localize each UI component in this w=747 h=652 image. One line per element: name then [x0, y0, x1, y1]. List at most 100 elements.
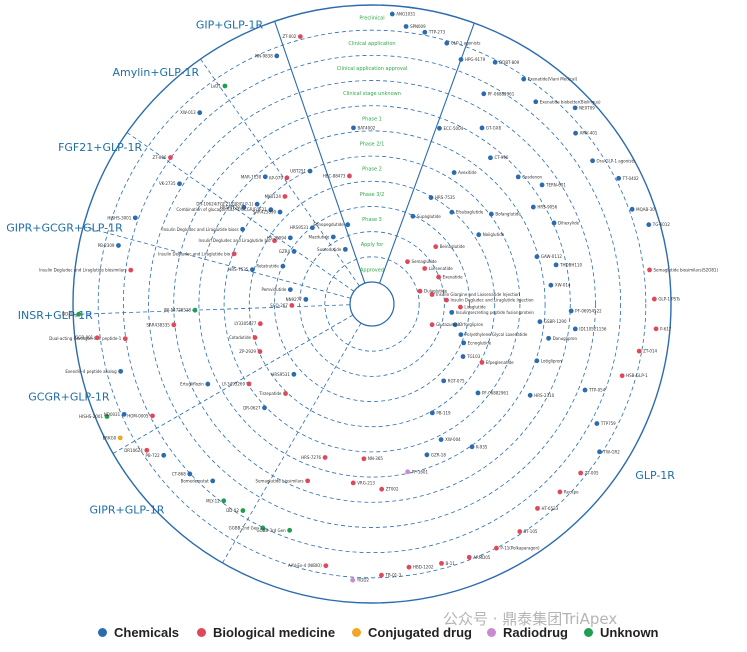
- biological-dot-icon: [322, 455, 328, 460]
- drug-label: PF-06882961: [482, 390, 509, 395]
- chemical-dot-icon: [249, 267, 255, 273]
- drug-label: LY3305677: [234, 321, 256, 326]
- drug-point: THDBH110: [553, 262, 582, 267]
- drug-label: Tirzepatide: [258, 391, 282, 396]
- ring-label: Phase 2: [362, 167, 382, 173]
- drug-label: Semaglutide biosimilars: [256, 478, 304, 483]
- drug-point: ANG1031: [389, 12, 416, 17]
- drug-point: ST-105: [517, 529, 538, 534]
- drug-label: ZP-2929: [239, 349, 256, 354]
- ring-label: Approved: [360, 267, 384, 273]
- biological-dot-icon: [422, 266, 428, 271]
- drug-point: Lotiglipron: [534, 358, 562, 363]
- drug-point: ID110521156: [572, 326, 607, 331]
- chemical-dot-icon: [441, 378, 447, 384]
- chemical-dot-icon: [452, 322, 458, 328]
- chemical-dot-icon: [548, 282, 554, 288]
- chemical-dot-icon: [287, 287, 293, 292]
- chemical-dot-icon: [280, 263, 286, 269]
- drug-point: GGB-901: [75, 335, 100, 340]
- chemical-dot-icon: [534, 254, 540, 260]
- chemical-dot-icon: [438, 437, 444, 443]
- chemical-dot-icon: [241, 205, 247, 210]
- drug-point: TT-0402: [616, 176, 639, 181]
- drug-label: HOM-0005: [127, 413, 149, 418]
- drug-label: NN-365: [368, 456, 384, 461]
- drug-point: SAR425899: [253, 210, 283, 215]
- drug-point: NN-9838: [255, 53, 280, 59]
- unknown-dot-icon: [76, 311, 82, 317]
- legend-label: Chemicals: [114, 624, 180, 640]
- drug-point: Efpeglenatide: [479, 360, 514, 365]
- chemical-dot-icon: [254, 201, 260, 207]
- chemical-dot-icon: [161, 452, 167, 458]
- legend-label: Conjugated drug: [368, 624, 472, 640]
- chemical-dot-icon: [274, 53, 280, 59]
- chemical-dot-icon: [481, 91, 487, 97]
- drug-point: Supaglutide: [410, 214, 441, 219]
- drug-label: HISHS-3001: [107, 215, 131, 220]
- drug-label: Survodutide: [317, 247, 342, 252]
- chemical-dot-icon: [121, 411, 127, 417]
- drug-point: PF-06954522: [568, 308, 602, 313]
- legend-item-chemicals: Chemicals: [98, 620, 179, 644]
- legend: Chemicals Biological medicine Conjugated…: [0, 620, 747, 644]
- watermark: 公众号 · 鼎泰集团TriApex: [443, 610, 618, 628]
- drug-point: ERKG0: [103, 435, 123, 440]
- drug-label: Mazdutide: [309, 234, 330, 239]
- drug-label: TTP-273: [428, 30, 446, 35]
- drug-point: Survodutide: [317, 247, 348, 252]
- chemical-dot-icon: [303, 296, 309, 302]
- legend-item-unknown: Unknown: [584, 620, 659, 644]
- drug-point: HRS9531: [290, 225, 315, 230]
- sector-label-gdf15: GDF15+GLP-1R: [252, 0, 339, 1]
- drug-label: Insulin Degludec and Liraglutide bio: [199, 238, 272, 243]
- drug-label: HRS9531: [290, 225, 309, 230]
- drug-label: GGBB-2nd Gen: [229, 525, 260, 530]
- drug-label: ECC-5004: [443, 126, 463, 131]
- drug-point: Pemvidutide: [261, 287, 293, 292]
- drug-point: MQAB-30: [629, 207, 655, 212]
- drug-point: DR-10624(FGF21/GIP/GLP-1): [196, 201, 260, 207]
- drug-point: HRS-7535: [428, 195, 455, 200]
- drug-point: Exenatide(Viani Medical): [521, 77, 578, 82]
- drug-point: Dual-acting Glucagon-like peptide-1: [49, 336, 128, 341]
- drug-label: Efinopegdutide: [313, 222, 344, 227]
- drug-point: Semaglutide biosimilars(S2O81): [647, 267, 718, 272]
- drug-point: HISHS-3001: [107, 215, 138, 220]
- drug-point: DD-02: [226, 508, 246, 513]
- drug-point: GGBB-2nd Gen: [229, 525, 266, 530]
- drug-label: PB-119: [436, 410, 451, 415]
- drug-point: XW-014: [548, 282, 571, 288]
- biological-dot-icon: [252, 335, 258, 340]
- drug-label: PB-2309: [98, 243, 115, 248]
- sector-labels: GDF15+GLP-1RGIP+GLP-1RAmylin+GLP-1RFGF21…: [6, 0, 675, 517]
- biological-dot-icon: [429, 322, 435, 328]
- legend-label: Radiodrug: [503, 624, 568, 640]
- chemical-dot-icon: [422, 29, 428, 35]
- legend-item-biological: Biological medicine: [197, 620, 335, 644]
- radiodrug-dot-icon: [487, 627, 496, 637]
- drug-point: Exenatide biobetter(Biolingus): [533, 99, 601, 104]
- drug-point: NN-365: [361, 456, 383, 461]
- chemical-dot-icon: [515, 174, 521, 180]
- drug-point: GLP-1 agonists: [444, 41, 481, 46]
- biological-dot-icon: [128, 267, 134, 273]
- conjugated-dot-icon: [117, 435, 123, 441]
- chemical-dot-icon: [594, 421, 600, 426]
- drug-point: ZT-002: [282, 34, 303, 39]
- drug-label: Beinaglutide: [440, 244, 466, 249]
- drug-label: PF-06882961: [488, 91, 515, 96]
- drug-label: Supaglutide: [417, 214, 441, 219]
- drug-point: ARMD05: [466, 555, 491, 560]
- stage-ring: [248, 180, 496, 428]
- drug-point: ZT002: [379, 487, 399, 492]
- drug-label: HEC-88473: [323, 173, 346, 178]
- drug-point: P-11(Polkaparagon): [494, 546, 540, 551]
- drug-label: Avexitide: [458, 170, 477, 175]
- chemical-dot-icon: [429, 410, 435, 416]
- biological-dot-icon: [272, 238, 277, 244]
- chemical-dot-icon: [597, 449, 602, 455]
- drug-label: TW-GR2: [603, 449, 621, 454]
- chemical-dot-icon: [291, 371, 297, 377]
